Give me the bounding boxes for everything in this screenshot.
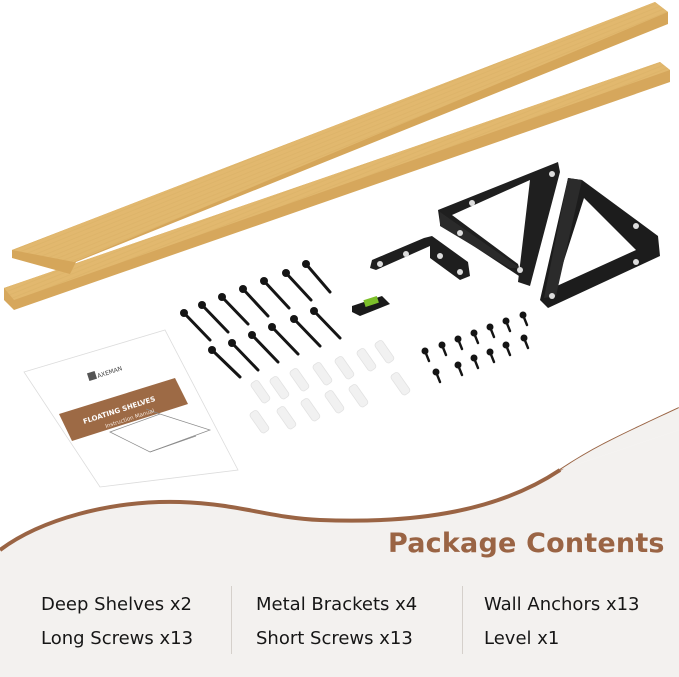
- item-short-screws: Short Screws x13: [256, 628, 413, 649]
- instruction-manual: AXEMAN FLOATING SHELVES Instruction Manu…: [23, 329, 239, 488]
- item-deep-shelves: Deep Shelves x2: [41, 594, 192, 615]
- bubble-level: [352, 295, 390, 316]
- item-wall-anchors: Wall Anchors x13: [484, 594, 640, 615]
- wall-anchors: [249, 340, 411, 434]
- item-level: Level x1: [484, 628, 560, 649]
- contents-column-3: Wall Anchors x13 Level x1: [484, 588, 640, 656]
- column-divider: [462, 586, 463, 654]
- triangle-bracket-right: [540, 178, 660, 308]
- contents-column-1: Deep Shelves x2 Long Screws x13: [41, 588, 193, 656]
- shelf-board-upper: [12, 2, 668, 274]
- shelf-board-lower: [4, 62, 670, 310]
- l-bracket: [370, 236, 470, 280]
- item-metal-brackets: Metal Brackets x4: [256, 594, 418, 615]
- contents-panel-background: [0, 407, 679, 677]
- short-screws: [421, 311, 530, 384]
- long-screws: [180, 260, 342, 379]
- triangle-bracket-left: [438, 162, 560, 286]
- column-divider: [231, 586, 232, 654]
- package-contents-title: Package Contents: [388, 528, 665, 559]
- contents-column-2: Metal Brackets x4 Short Screws x13: [256, 588, 417, 656]
- item-long-screws: Long Screws x13: [41, 628, 194, 649]
